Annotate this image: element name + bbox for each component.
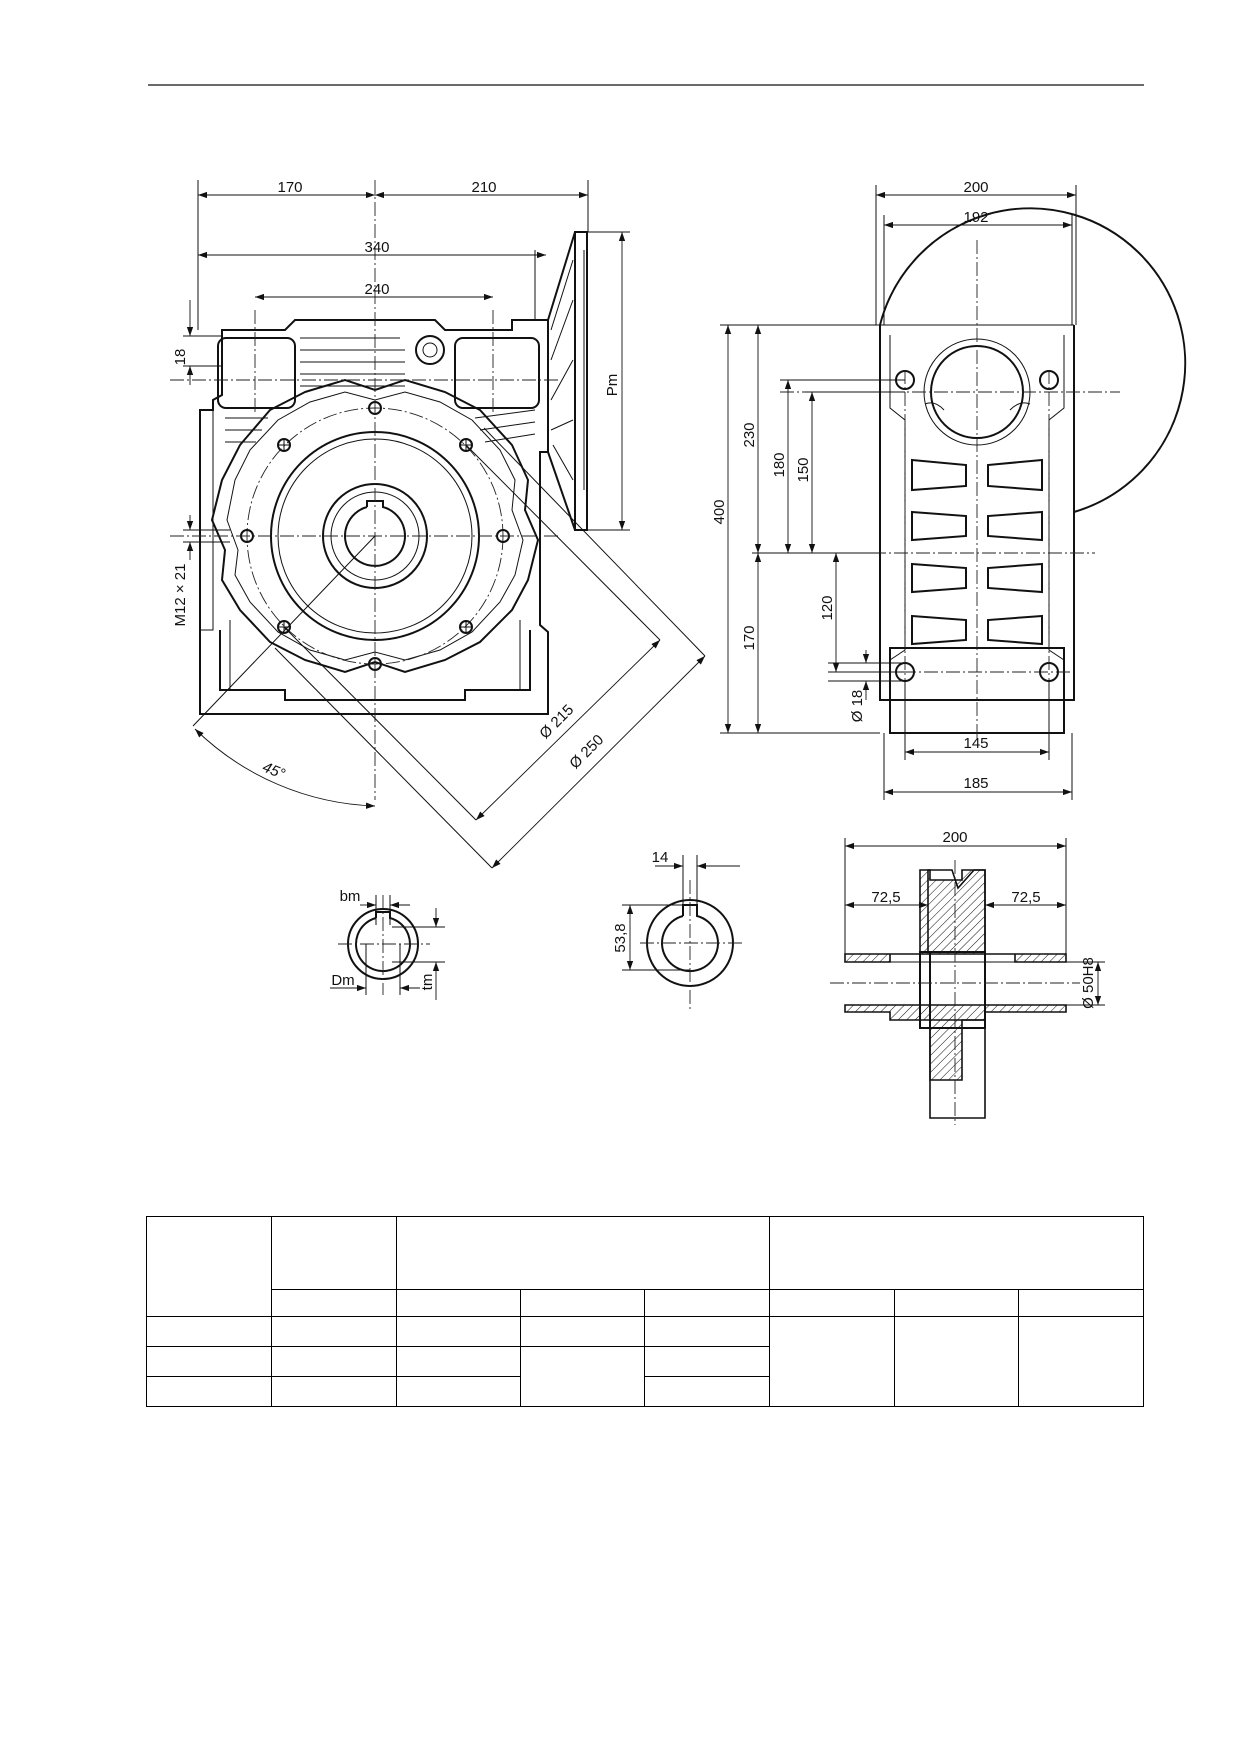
table-cell (643, 1346, 771, 1377)
dim-dm: Dm (331, 972, 354, 989)
dim-240: 240 (364, 281, 389, 298)
table-cell (396, 1289, 521, 1317)
dim-210: 210 (471, 179, 496, 196)
dim-185: 185 (963, 775, 988, 792)
dim-d250: Ø 250 (566, 731, 607, 772)
dim-14: 14 (652, 849, 669, 866)
table-cell (643, 1376, 771, 1407)
dim-192: 192 (963, 209, 988, 226)
dim-72-5-right: 72,5 (1011, 889, 1040, 906)
table-cell (271, 1316, 397, 1347)
table-cell (396, 1376, 521, 1407)
motor-shaft-detail (330, 895, 445, 1000)
dim-d50h8: Ø 50H8 (1080, 957, 1097, 1009)
table-cell (520, 1346, 645, 1407)
dim-d215: Ø 215 (536, 701, 577, 742)
table-cell (146, 1346, 272, 1377)
table-cell (894, 1316, 1020, 1407)
table-cell (520, 1316, 645, 1347)
table-cell (643, 1289, 771, 1317)
table-cell (520, 1289, 645, 1317)
dim-72-5-left: 72,5 (871, 889, 900, 906)
table-cell (769, 1316, 896, 1407)
dim-45-deg: 45° (260, 759, 287, 783)
table-cell (146, 1376, 272, 1407)
dim-230: 230 (741, 422, 758, 447)
table-cell (396, 1346, 521, 1377)
dim-bm: bm (340, 888, 361, 905)
specification-table (146, 1216, 1145, 1407)
table-cell (396, 1316, 521, 1347)
dim-150: 150 (795, 457, 812, 482)
table-cell (769, 1216, 1145, 1290)
dim-m12: M12 × 21 (172, 564, 189, 627)
dim-200-section: 200 (942, 829, 967, 846)
dim-200-side: 200 (963, 179, 988, 196)
side-view (720, 185, 1187, 800)
dim-pm: Pm (604, 374, 621, 397)
dim-180: 180 (771, 452, 788, 477)
table-cell (146, 1216, 272, 1317)
dim-18-top: 18 (172, 349, 189, 366)
table-cell (894, 1289, 1020, 1317)
table-cell (1018, 1289, 1145, 1317)
dim-53-8: 53,8 (612, 923, 629, 952)
output-bore-detail (622, 855, 745, 1010)
front-view (170, 180, 706, 869)
dim-145: 145 (963, 735, 988, 752)
table-cell (271, 1289, 397, 1317)
table-cell (271, 1216, 397, 1290)
table-cell (146, 1316, 272, 1347)
dim-120: 120 (819, 595, 836, 620)
shaft-section (830, 838, 1105, 1125)
dim-d18-hole: Ø 18 (849, 690, 866, 723)
table-cell (769, 1289, 896, 1317)
table-cell (643, 1316, 771, 1347)
dim-tm: tm (419, 974, 436, 991)
dim-340: 340 (364, 239, 389, 256)
table-cell (395, 1216, 771, 1290)
dim-170-side: 170 (741, 625, 758, 650)
table-cell (1018, 1316, 1145, 1407)
dim-170-top: 170 (277, 179, 302, 196)
table-cell (271, 1346, 397, 1377)
dim-400: 400 (711, 499, 728, 524)
table-cell (271, 1376, 397, 1407)
